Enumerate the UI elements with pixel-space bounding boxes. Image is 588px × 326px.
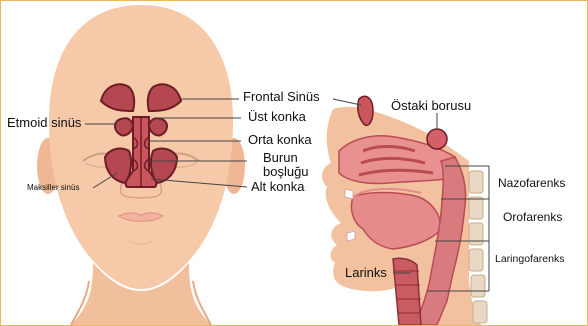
label-lower-concha: Alt konka <box>251 180 304 194</box>
label-nasal-cavity-line2: boşluğu <box>263 164 309 179</box>
label-middle-concha: Orta konka <box>248 133 312 147</box>
label-nasal-cavity-line1: Burun <box>263 150 298 165</box>
label-ethmoid-sinus: Etmoid sinüs <box>7 116 81 130</box>
label-frontal-sinus: Frontal Sinüs <box>243 90 320 104</box>
label-upper-concha: Üst konka <box>248 110 306 124</box>
label-nasopharynx: Nazofarenks <box>498 177 565 190</box>
ethmoid-left <box>115 118 133 135</box>
label-laryngopharynx: Laringofarenks <box>495 254 564 265</box>
label-maxillary-sinus: Maksiller sinüs <box>27 184 79 192</box>
ethmoid-right <box>149 118 167 135</box>
label-oropharynx: Orofarenks <box>503 211 562 224</box>
label-eustachian-tube: Östaki borusu <box>391 99 471 113</box>
label-nasal-cavity: Burun boşluğu <box>263 151 309 180</box>
label-larynx: Larinks <box>345 266 387 280</box>
